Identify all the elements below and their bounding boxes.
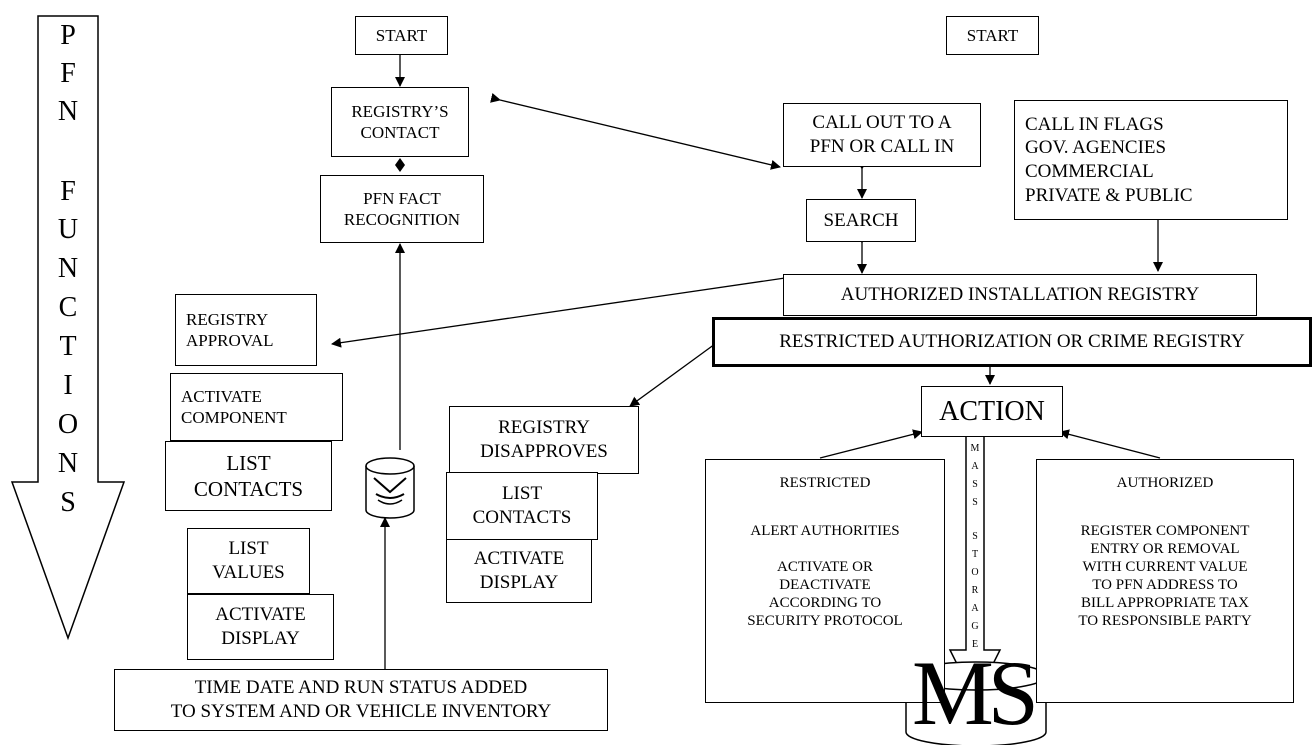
registry-disapproves-box: REGISTRY DISAPPROVES — [449, 406, 639, 474]
activate-deactivate-text: ACTIVATE OR DEACTIVATE ACCORDING TO SECU… — [747, 559, 903, 629]
arrow-authorized-to-action — [1059, 429, 1161, 459]
authorized-installation-registry-box: AUTHORIZED INSTALLATION REGISTRY — [783, 274, 1257, 316]
arrow-restricted-to-action — [819, 429, 923, 459]
mass-storage-letter: A — [971, 461, 979, 472]
list-values-box: LIST VALUES — [187, 528, 310, 594]
action-box: ACTION — [921, 386, 1063, 437]
authorized-panel: AUTHORIZED REGISTER COMPONENT ENTRY OR R… — [1036, 459, 1294, 703]
mass-storage-letter: S — [972, 479, 978, 490]
pfn-letter: C — [58, 292, 78, 323]
call-out-box: CALL OUT TO A PFN OR CALL IN — [783, 103, 981, 167]
mass-storage-letter: S — [972, 497, 978, 508]
mass-storage-letter: M — [970, 443, 980, 454]
pfn-letter: F — [60, 58, 76, 89]
pfn-fact-recognition-box: PFN FACT RECOGNITION — [320, 175, 484, 243]
pfn-functions-arrow-shape — [10, 15, 126, 641]
left-start-box: START — [355, 16, 448, 55]
arrow-contact-callout — [490, 93, 781, 170]
mass-storage-letter: T — [971, 549, 979, 560]
registry-contact-box: REGISTRY’S CONTACT — [331, 87, 469, 157]
restricted-crime-registry-box: RESTRICTED AUTHORIZATION OR CRIME REGIST… — [712, 317, 1312, 367]
mass-storage-letter: G — [971, 621, 979, 632]
mass-storage-letter: R — [971, 585, 979, 596]
mass-storage-letter: S — [972, 531, 978, 542]
middle-activate-display-box: ACTIVATE DISPLAY — [446, 539, 592, 603]
activate-component-box: ACTIVATE COMPONENT — [170, 373, 343, 441]
list-contacts-box: LIST CONTACTS — [165, 441, 332, 511]
alert-authorities-text: ALERT AUTHORITIES — [750, 523, 900, 539]
pfn-letter: S — [60, 487, 76, 518]
mass-storage-letter: O — [971, 567, 979, 578]
call-in-flags-box: CALL IN FLAGS GOV. AGENCIES COMMERCIAL P… — [1014, 100, 1288, 220]
activate-display-box: ACTIVATE DISPLAY — [187, 594, 334, 660]
arrow-registry-approval — [331, 277, 786, 348]
pfn-letter: N — [57, 96, 79, 127]
ms-label: MS — [912, 642, 1039, 744]
connector-contact-fact — [395, 158, 405, 172]
middle-list-contacts-box: LIST CONTACTS — [446, 472, 598, 540]
search-box: SEARCH — [806, 199, 916, 242]
pfn-letter: T — [59, 331, 77, 362]
authorized-heading: AUTHORIZED — [1116, 475, 1214, 491]
pfn-letter: O — [57, 409, 79, 440]
mass-storage-letter: A — [971, 603, 979, 614]
pfn-letter: N — [57, 448, 79, 479]
authorized-body-text: REGISTER COMPONENT ENTRY OR REMOVAL WITH… — [1078, 523, 1252, 629]
pfn-letter: P — [60, 20, 76, 51]
registry-approval-box: REGISTRY APPROVAL — [175, 294, 317, 366]
inventory-status-box: TIME DATE AND RUN STATUS ADDED TO SYSTEM… — [114, 669, 608, 731]
pfn-letter: U — [57, 214, 79, 245]
mass-storage-letter: E — [971, 639, 979, 650]
pfn-letter: F — [60, 176, 76, 207]
pfn-letter: I — [63, 370, 73, 401]
pfn-letter: N — [57, 253, 79, 284]
arrow-restricted-disapproves — [629, 343, 716, 407]
right-start-box: START — [946, 16, 1039, 55]
restricted-heading: RESTRICTED — [779, 475, 871, 491]
restricted-panel: RESTRICTED ALERT AUTHORITIES ACTIVATE OR… — [705, 459, 945, 703]
database-icon — [365, 457, 415, 519]
